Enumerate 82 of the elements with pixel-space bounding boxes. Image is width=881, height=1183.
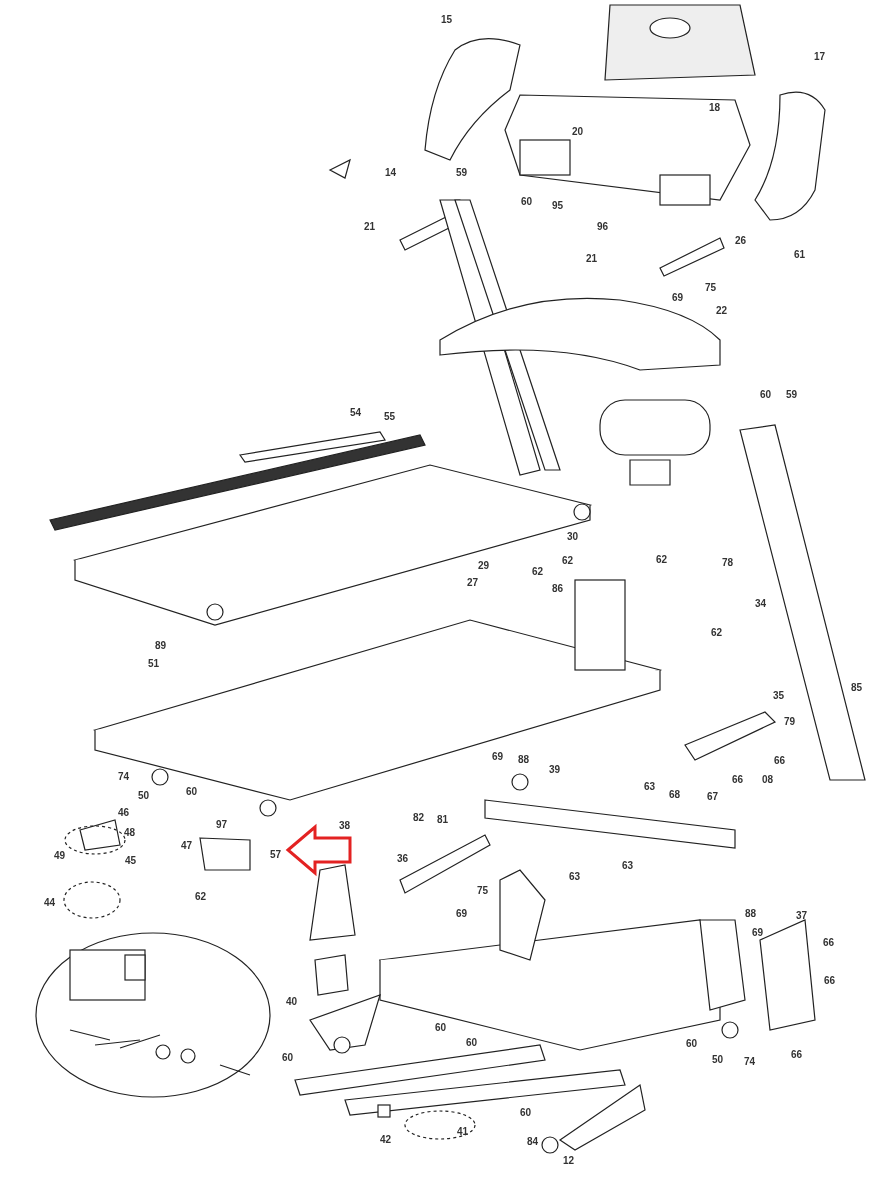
callout-number: 60 xyxy=(435,1022,447,1033)
callout-number: 46 xyxy=(118,807,130,818)
callout-number: 79 xyxy=(784,716,796,727)
callout-number: 12 xyxy=(563,1155,575,1166)
callout-number: 60 xyxy=(521,196,533,207)
callout-number: 60 xyxy=(760,389,772,400)
callout-number: 63 xyxy=(569,871,581,882)
callout-number: 62 xyxy=(195,891,207,902)
callout-number: 66 xyxy=(774,755,786,766)
callout-number: 69 xyxy=(492,751,504,762)
callout-number: 66 xyxy=(732,774,744,785)
callout-number: 61 xyxy=(794,249,806,260)
callout-number: 40 xyxy=(286,996,298,1007)
callout-number: 62 xyxy=(656,554,668,565)
callout-number: 62 xyxy=(532,566,544,577)
callout-number: 95 xyxy=(552,200,564,211)
callout-number: 37 xyxy=(796,910,808,921)
callout-number: 74 xyxy=(744,1056,756,1067)
callout-number: 69 xyxy=(456,908,468,919)
callout-number: 39 xyxy=(549,764,561,775)
callout-number: 66 xyxy=(823,937,835,948)
callout-number: 86 xyxy=(552,583,564,594)
callout-number: 15 xyxy=(441,14,453,25)
callout-number: 17 xyxy=(814,51,826,62)
callout-number: 59 xyxy=(456,167,468,178)
callout-number: 47 xyxy=(181,840,193,851)
callout-number: 69 xyxy=(752,927,764,938)
callout-number: 60 xyxy=(466,1037,478,1048)
callout-number: 82 xyxy=(413,812,425,823)
callout-number: 60 xyxy=(282,1052,294,1063)
callout-number: 59 xyxy=(786,389,798,400)
callout-number: 22 xyxy=(716,305,728,316)
callout-number: 27 xyxy=(467,577,479,588)
callout-number: 89 xyxy=(155,640,167,651)
callout-number: 62 xyxy=(711,627,723,638)
callout-number: 29 xyxy=(478,560,490,571)
callout-number: 42 xyxy=(380,1134,392,1145)
callout-number: 49 xyxy=(54,850,66,861)
callout-number: 75 xyxy=(477,885,489,896)
callout-number: 97 xyxy=(216,819,228,830)
callout-number: 30 xyxy=(567,531,579,542)
callout-number: 84 xyxy=(527,1136,539,1147)
callout-number: 48 xyxy=(124,827,136,838)
callout-number: 35 xyxy=(773,690,785,701)
callout-number: 57 xyxy=(270,849,282,860)
callout-number: 60 xyxy=(686,1038,698,1049)
callout-number: 36 xyxy=(397,853,409,864)
callout-number: 85 xyxy=(851,682,863,693)
callout-number: 44 xyxy=(44,897,56,908)
callout-number: 26 xyxy=(735,235,747,246)
callout-number: 74 xyxy=(118,771,130,782)
callout-number: 68 xyxy=(669,789,681,800)
callout-number: 81 xyxy=(437,814,449,825)
callout-number: 78 xyxy=(722,557,734,568)
callout-number: 67 xyxy=(707,791,719,802)
callout-number: 63 xyxy=(622,860,634,871)
callout-number: 55 xyxy=(384,411,396,422)
callout-number: 96 xyxy=(597,221,609,232)
callout-number: 50 xyxy=(712,1054,724,1065)
callout-number: 66 xyxy=(791,1049,803,1060)
callout-number: 50 xyxy=(138,790,150,801)
callout-number: 54 xyxy=(350,407,362,418)
callout-number: 14 xyxy=(385,167,397,178)
callout-number: 88 xyxy=(745,908,757,919)
callout-number: 21 xyxy=(364,221,376,232)
callout-number: 51 xyxy=(148,658,160,669)
callout-number: 08 xyxy=(762,774,774,785)
callout-number: 60 xyxy=(186,786,198,797)
callout-number: 69 xyxy=(672,292,684,303)
callout-number: 20 xyxy=(572,126,584,137)
callout-number: 41 xyxy=(457,1126,469,1137)
callout-number: 66 xyxy=(824,975,836,986)
callout-number: 75 xyxy=(705,282,717,293)
callout-number: 21 xyxy=(586,253,598,264)
callout-number: 45 xyxy=(125,855,137,866)
callout-number: 63 xyxy=(644,781,656,792)
callout-number: 34 xyxy=(755,598,767,609)
callout-number: 88 xyxy=(518,754,530,765)
callout-number: 62 xyxy=(562,555,574,566)
callout-number: 18 xyxy=(709,102,721,113)
callout-number: 60 xyxy=(520,1107,532,1118)
callout-number: 38 xyxy=(339,820,351,831)
